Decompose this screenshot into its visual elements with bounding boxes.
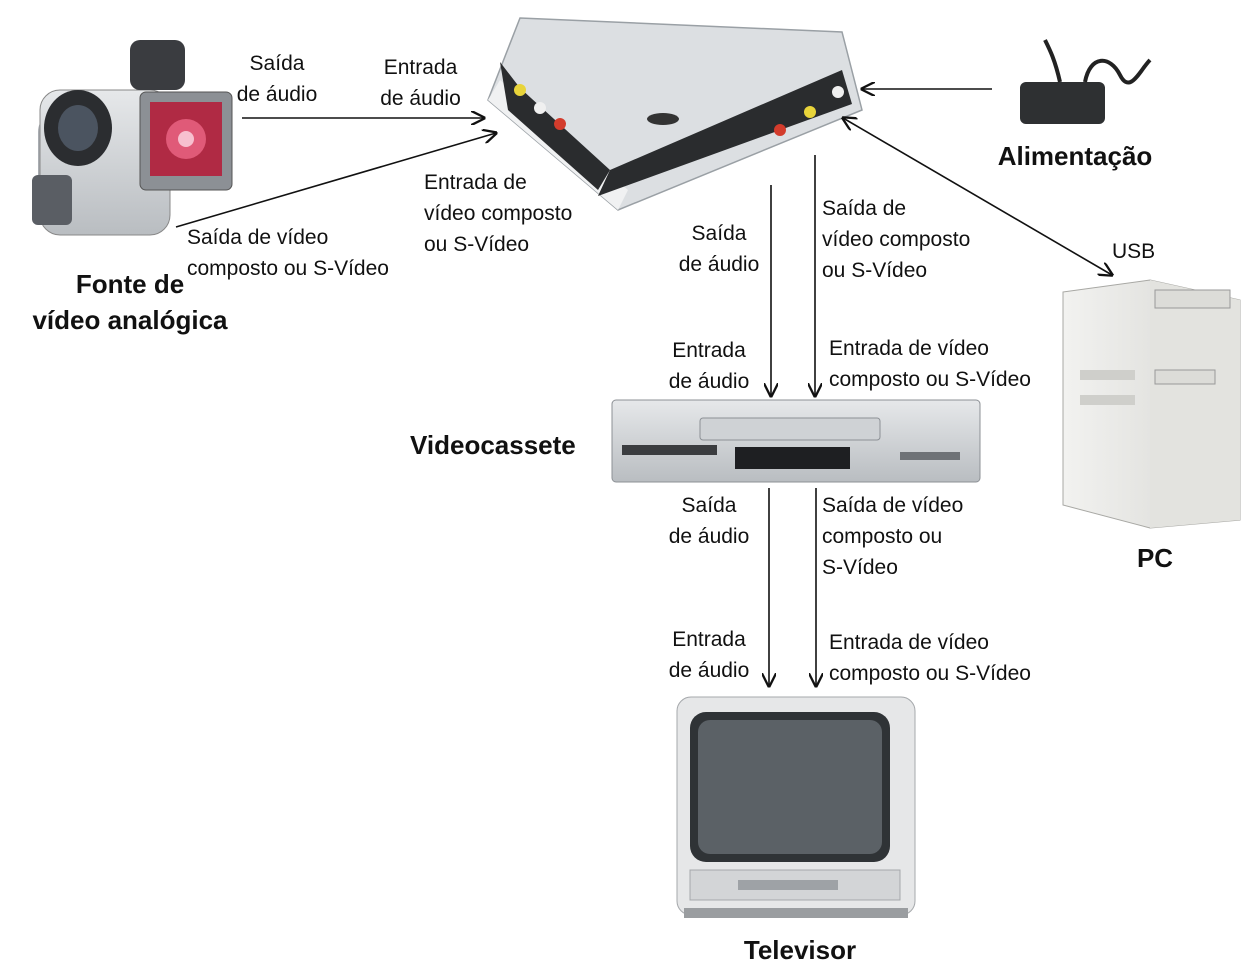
arrow-usb bbox=[843, 118, 1112, 275]
camera-audio-out-label: Saída de áudio bbox=[236, 52, 318, 106]
vcr-audio-out-label: Saída de áudio bbox=[668, 494, 750, 548]
capture-video-in-label: Entrada de vídeo composto ou S-Vídeo bbox=[424, 171, 573, 256]
vcr-label: Videocassete bbox=[410, 430, 576, 460]
capture-video-out-label: Saída de vídeo composto ou S-Vídeo bbox=[822, 197, 971, 282]
vcr-audio-in-label: Entrada de áudio bbox=[668, 339, 750, 393]
camcorder-illustration bbox=[32, 40, 233, 236]
pc-label: PC bbox=[1136, 543, 1174, 573]
vcr-video-in-label: Entrada de vídeo composto ou S-Vídeo bbox=[829, 337, 1031, 391]
capture-device-illustration bbox=[487, 17, 863, 211]
usb-label: USB bbox=[1112, 240, 1156, 263]
camera-label: Fonte de vídeo analógica bbox=[32, 269, 228, 335]
capture-audio-out-label: Saída de áudio bbox=[678, 222, 760, 276]
power-adapter-illustration bbox=[1020, 39, 1152, 124]
vcr-video-out-label: Saída de vídeo composto ou S-Vídeo bbox=[822, 494, 964, 579]
television-illustration bbox=[676, 696, 916, 918]
capture-audio-in-label: Entrada de áudio bbox=[380, 56, 461, 110]
power-label: Alimentação bbox=[997, 141, 1153, 171]
tv-video-in-label: Entrada de vídeo composto ou S-Vídeo bbox=[829, 631, 1031, 685]
tv-label: Televisor bbox=[743, 935, 857, 965]
tv-audio-in-label: Entrada de áudio bbox=[668, 628, 750, 682]
arrow-camera-video bbox=[175, 133, 496, 228]
pc-tower-illustration bbox=[1062, 279, 1241, 529]
camera-video-out-label: Saída de vídeo composto ou S-Vídeo bbox=[187, 226, 389, 280]
vcr-illustration bbox=[611, 399, 981, 483]
